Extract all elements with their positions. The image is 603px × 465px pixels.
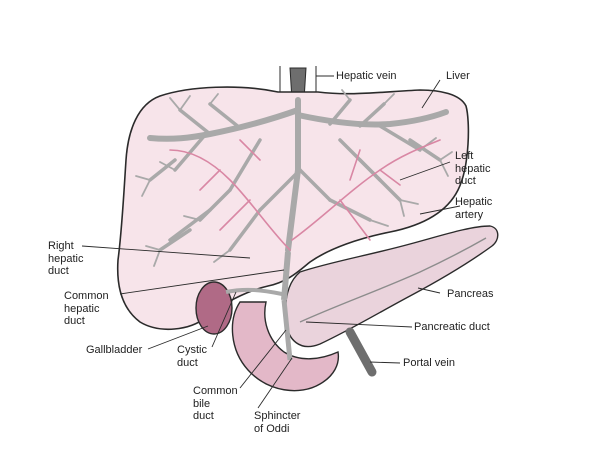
label-liver: Liver [446,70,470,82]
label-gallbladder: Gallbladder [86,344,143,356]
pancreatic-duct-line [299,237,487,323]
label-portal-vein: Portal vein [403,357,455,369]
portal-vein [345,327,377,377]
common-bile-duct [281,299,293,361]
hepatic-vessel-tree [135,89,453,267]
label-pancreas: Pancreas [447,288,494,300]
duodenum [231,301,340,392]
label-pancreatic-duct: Pancreatic duct [414,321,490,333]
label-sphincter-of-oddi: Sphincter of Oddi [254,410,301,435]
label-common-bile-duct: Common bile duct [193,385,238,422]
label-hepatic-artery: Hepatic artery [455,196,493,221]
cystic-duct-shape [225,287,283,296]
label-common-hepatic-duct: Common hepatic duct [64,290,109,327]
gallbladder [195,281,233,335]
label-cystic-duct: Cystic duct [177,344,207,369]
leader-lines [81,75,461,409]
pancreas [284,225,499,348]
common-hepatic-duct [281,251,291,301]
label-left-hepatic-duct: Left hepatic duct [455,150,491,187]
label-right-hepatic-duct: Right hepatic duct [48,240,84,277]
label-hepatic-vein: Hepatic vein [336,70,397,82]
